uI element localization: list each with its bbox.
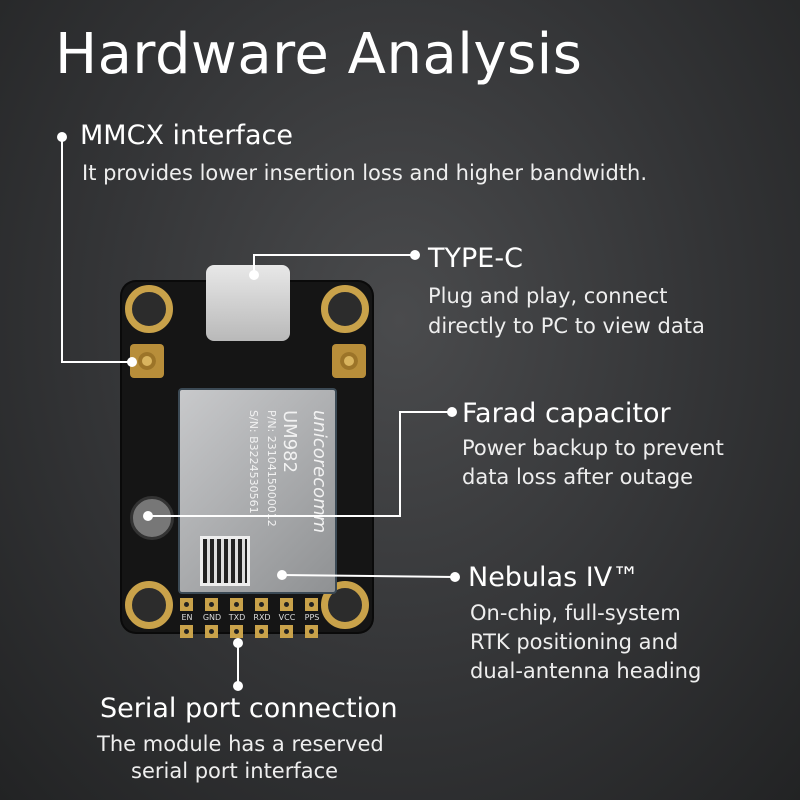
dot <box>57 132 67 142</box>
nebulas-desc-line3: dual-antenna heading <box>470 659 702 683</box>
pin-pad <box>305 598 318 611</box>
mount-hole <box>125 581 173 629</box>
pin-label: VCC <box>278 613 296 622</box>
pin-label: TXD <box>228 613 246 622</box>
dot <box>143 511 153 521</box>
typec-heading: TYPE-C <box>428 243 523 274</box>
pin-pad <box>205 625 218 638</box>
page-title: Hardware Analysis <box>55 22 583 87</box>
mount-hole <box>125 285 173 333</box>
farad-desc-line1: Power backup to prevent <box>462 436 724 460</box>
nebulas-heading: Nebulas IV™ <box>468 562 640 593</box>
leader-line-nebulas <box>281 574 456 578</box>
mount-hole <box>321 285 369 333</box>
pin-pad <box>280 625 293 638</box>
dot <box>233 681 243 691</box>
pin-pad <box>205 598 218 611</box>
typec-desc-line2: directly to PC to view data <box>428 314 705 338</box>
farad-heading: Farad capacitor <box>462 398 671 429</box>
pin-label: PPS <box>304 613 320 622</box>
pin-label: GND <box>202 613 222 622</box>
serial-desc-line2: serial port interface <box>131 759 339 783</box>
mmcx-desc: It provides lower insertion loss and hig… <box>82 161 648 185</box>
usb-c-port <box>206 265 290 341</box>
pin-label: EN <box>181 613 193 622</box>
nebulas-desc-line1: On-chip, full-system <box>470 601 681 625</box>
serial-heading: Serial port connection <box>100 693 398 724</box>
dot <box>249 270 259 280</box>
mount-hole <box>321 581 369 629</box>
mmcx-heading: MMCX interface <box>80 120 293 151</box>
mmcx-connector-right <box>332 344 366 378</box>
leader-line-typec <box>253 254 415 275</box>
pin-pad <box>230 598 243 611</box>
dot <box>447 407 457 417</box>
pin-pad <box>305 625 318 638</box>
nebulas-desc-line2: RTK positioning and <box>470 630 679 654</box>
qr-code <box>200 536 250 586</box>
pin-pad <box>280 598 293 611</box>
typec-desc-line1: Plug and play, connect <box>428 284 668 308</box>
serial-desc-line1: The module has a reserved <box>97 732 384 756</box>
leader-line-mmcx <box>61 137 132 363</box>
pin-pad <box>230 625 243 638</box>
pin-label: RXD <box>253 613 271 622</box>
pin-pad <box>180 625 193 638</box>
mmcx-connector-left <box>130 344 164 378</box>
dot <box>410 250 420 260</box>
dot <box>450 572 460 582</box>
dot <box>277 570 287 580</box>
pin-pad <box>180 598 193 611</box>
leader-line-farad <box>148 411 452 517</box>
dot <box>233 638 243 648</box>
farad-desc-line2: data loss after outage <box>462 465 694 489</box>
dot <box>127 357 137 367</box>
pin-pad <box>255 598 268 611</box>
pin-pad <box>255 625 268 638</box>
